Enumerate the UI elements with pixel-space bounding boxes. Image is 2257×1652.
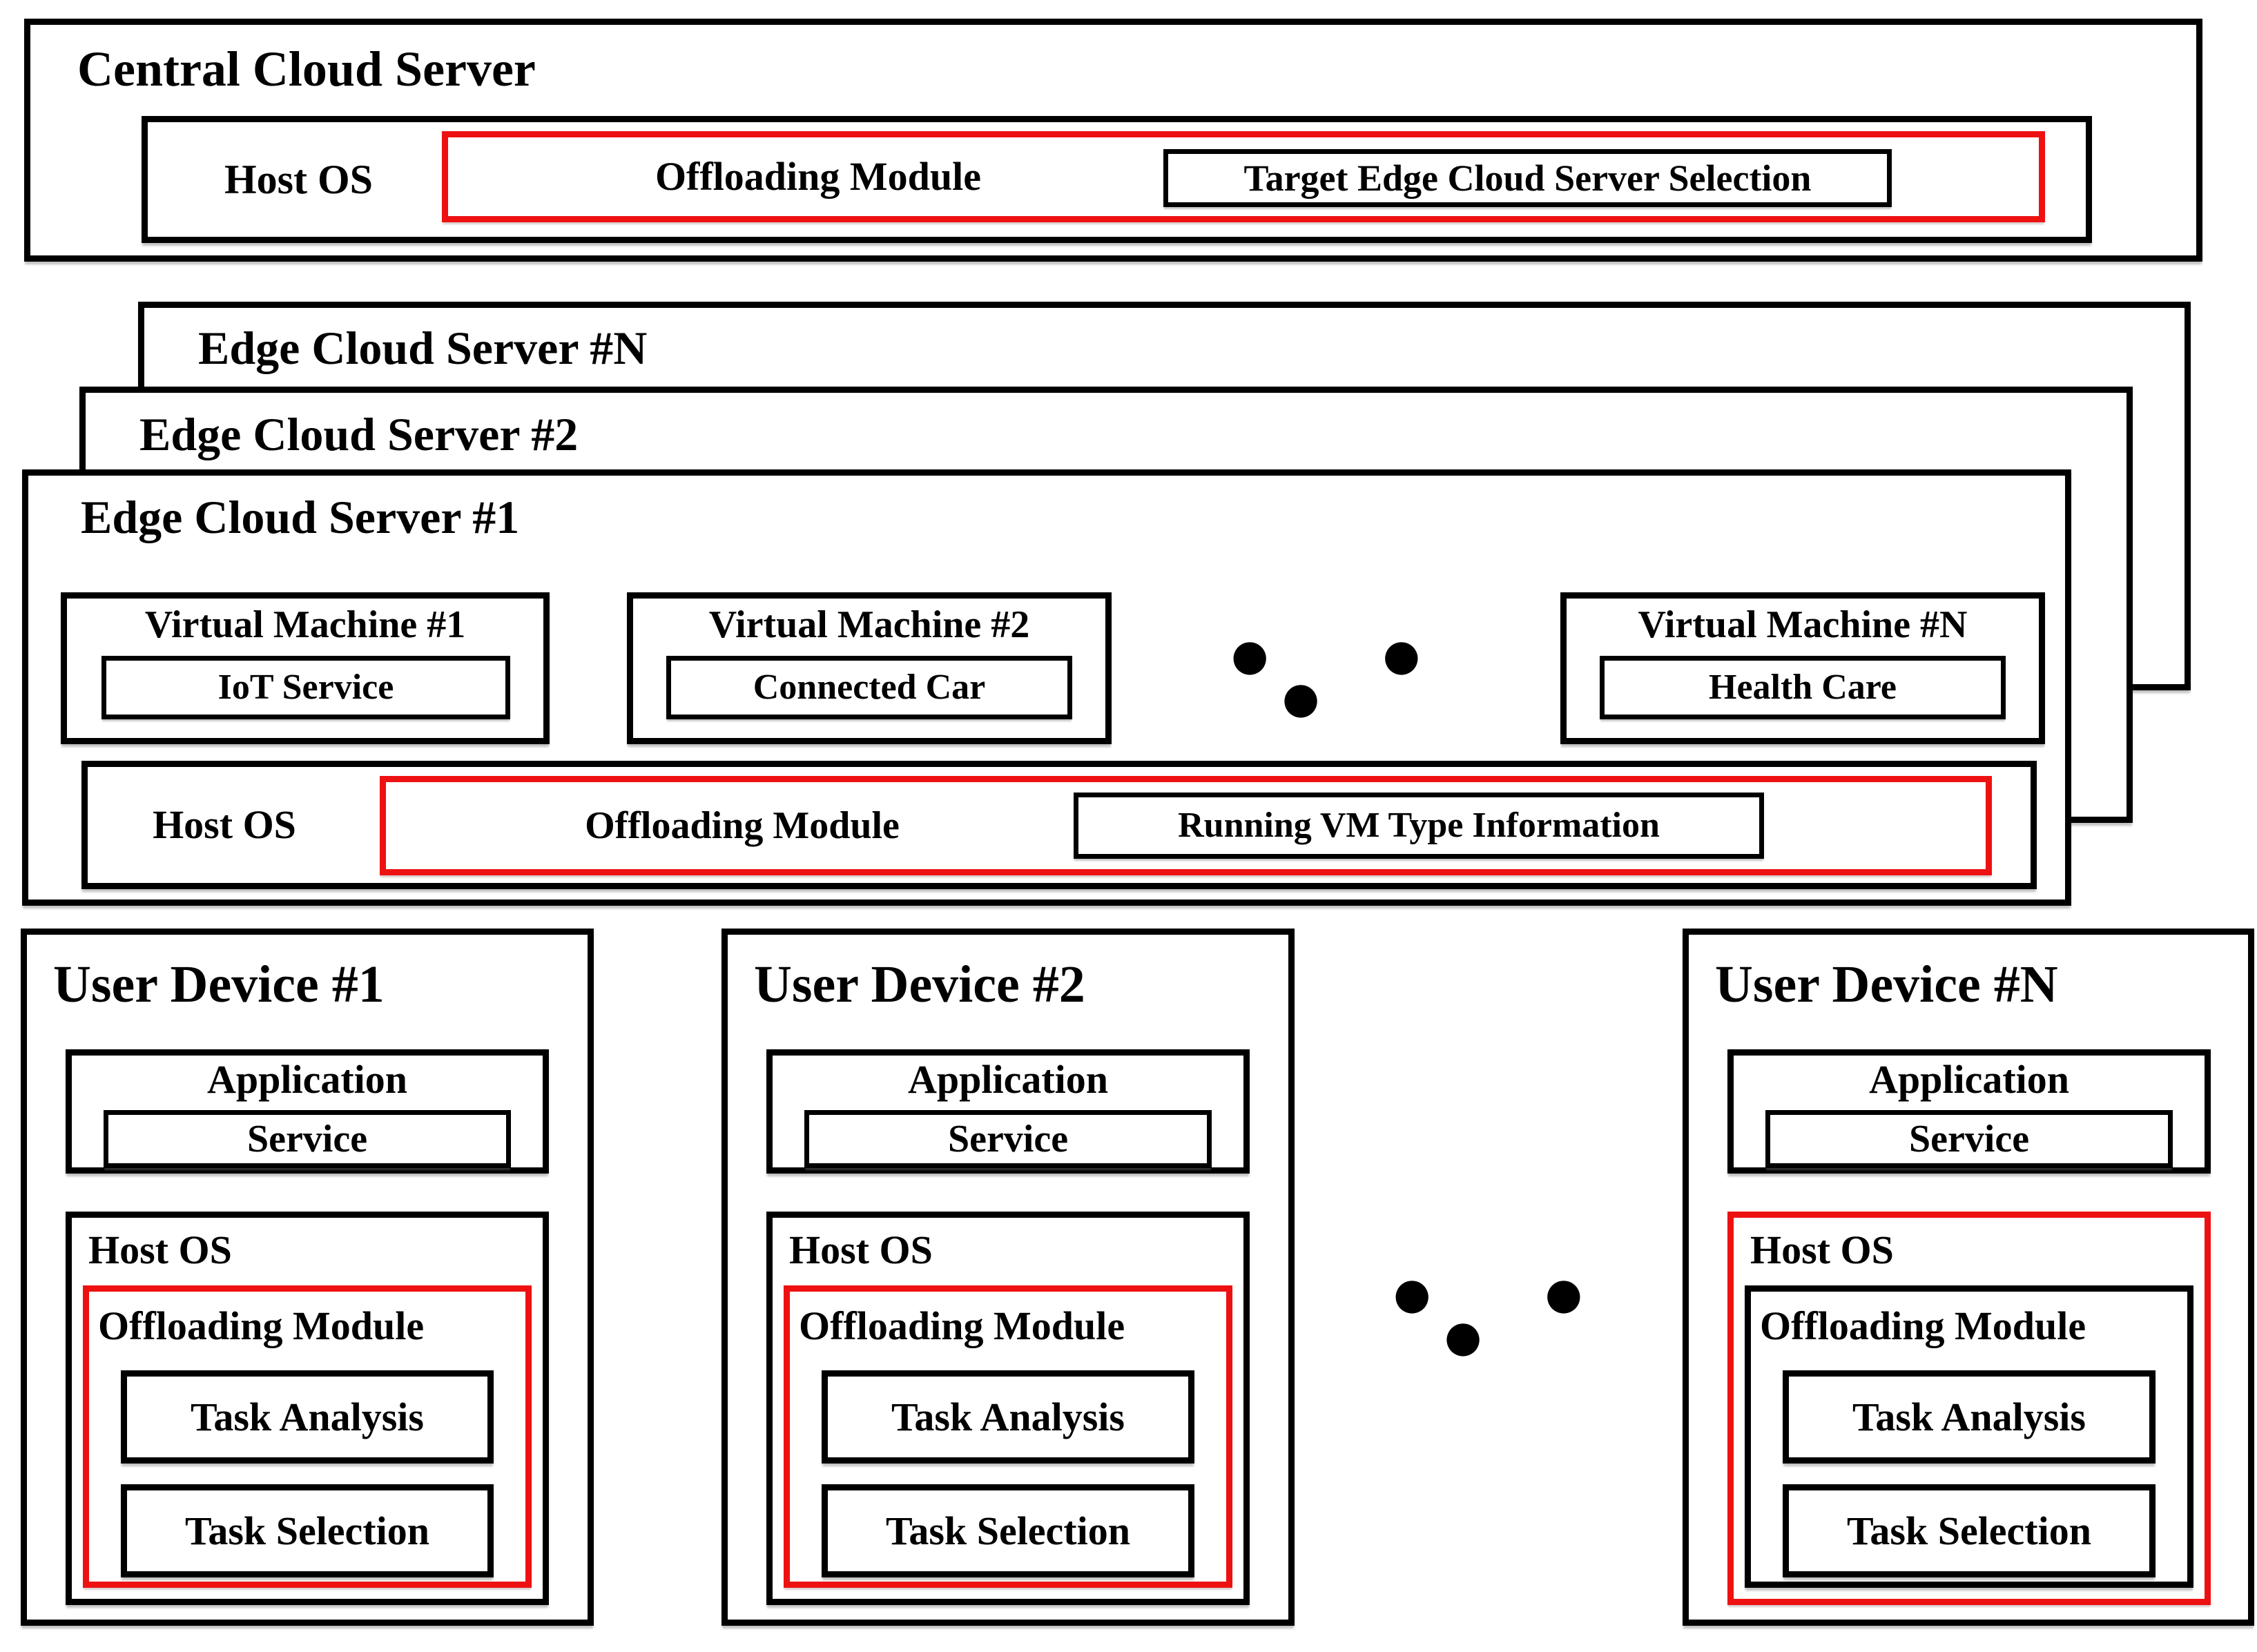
edge-offloading-module-label: Offloading Module: [585, 804, 900, 847]
iot-service-box: IoT Service: [101, 656, 510, 719]
user-device-1-service-box: Service: [104, 1110, 511, 1168]
user-device-n-task-selection-box: Task Selection: [1783, 1484, 2156, 1577]
user-device-2-host-os-label: Host OS: [789, 1227, 933, 1272]
virtual-machine-1-title: Virtual Machine #1: [144, 603, 466, 646]
health-care-box: Health Care: [1600, 656, 2006, 719]
user-device-n-host-os-label: Host OS: [1750, 1227, 1894, 1272]
vm-ellipsis-icon: ● ● ●: [1231, 630, 1470, 723]
user-device-n-title: User Device #N: [1715, 955, 2058, 1013]
running-vm-type-information-box: Running VM Type Information: [1074, 793, 1764, 859]
connected-car-box: Connected Car: [666, 656, 1072, 719]
user-device-n-application-label: Application: [1868, 1057, 2070, 1102]
user-device-1-task-selection-box: Task Selection: [121, 1484, 494, 1577]
user-device-1-task-analysis-box: Task Analysis: [121, 1370, 494, 1464]
user-device-2-offloading-module-label: Offloading Module: [799, 1303, 1125, 1348]
target-edge-cloud-server-selection-box: Target Edge Cloud Server Selection: [1163, 149, 1892, 207]
edge-cloud-server-n-title: Edge Cloud Server #N: [198, 322, 648, 374]
central-host-os-label: Host OS: [224, 157, 374, 202]
user-device-1-title: User Device #1: [53, 955, 385, 1013]
central-offloading-module-label: Offloading Module: [655, 154, 982, 199]
virtual-machine-n-title: Virtual Machine #N: [1638, 603, 1968, 646]
user-device-2-task-selection-box: Task Selection: [822, 1484, 1194, 1577]
user-device-2-application-label: Application: [907, 1057, 1109, 1102]
user-device-2-title: User Device #2: [754, 955, 1085, 1013]
user-device-ellipsis-icon: ● ● ●: [1393, 1268, 1632, 1361]
virtual-machine-2-title: Virtual Machine #2: [708, 603, 1030, 646]
edge-host-os-label: Host OS: [153, 802, 296, 847]
user-device-n-task-analysis-box: Task Analysis: [1783, 1370, 2156, 1464]
user-device-n-offloading-module-label: Offloading Module: [1760, 1303, 2086, 1348]
edge-cloud-server-2-title: Edge Cloud Server #2: [139, 408, 579, 460]
central-cloud-server-title: Central Cloud Server: [77, 41, 536, 97]
edge-cloud-server-1-title: Edge Cloud Server #1: [81, 491, 520, 543]
user-device-1-offloading-module-label: Offloading Module: [98, 1303, 425, 1348]
user-device-n-service-box: Service: [1765, 1110, 2173, 1168]
user-device-1-host-os-label: Host OS: [88, 1227, 232, 1272]
user-device-1-application-label: Application: [206, 1057, 408, 1102]
user-device-2-service-box: Service: [804, 1110, 1212, 1168]
user-device-2-task-analysis-box: Task Analysis: [822, 1370, 1194, 1464]
